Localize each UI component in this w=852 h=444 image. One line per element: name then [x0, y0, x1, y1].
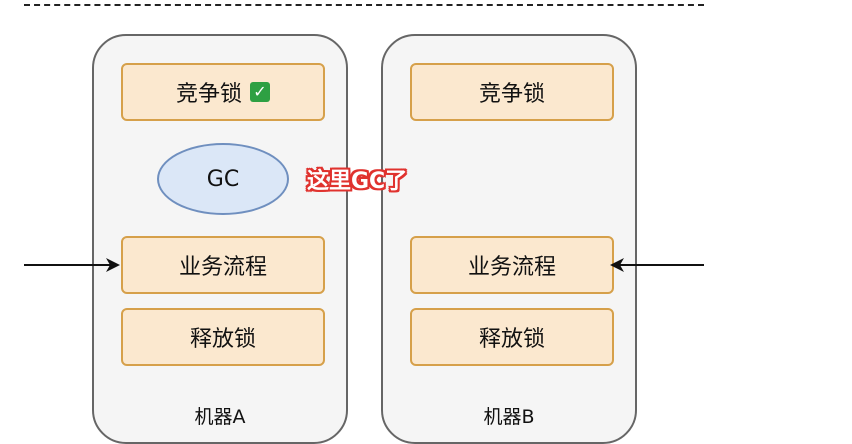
machine-a-container: 竞争锁 ✓ GC 业务流程 释放锁 机器A — [92, 34, 348, 444]
arrow-right-icon — [24, 258, 120, 272]
machine-b-container: 竞争锁 业务流程 释放锁 机器B — [381, 34, 637, 444]
check-mark-icon: ✓ — [250, 82, 270, 102]
machine-b-business-step: 业务流程 — [410, 236, 614, 294]
machine-a-compete-lock-step: 竞争锁 ✓ — [121, 63, 325, 121]
machine-a-business-label: 业务流程 — [178, 255, 267, 280]
arrow-left-icon — [610, 258, 704, 272]
machine-a-gc-label: GC — [206, 166, 240, 192]
machine-b-business-label: 业务流程 — [467, 255, 556, 280]
machine-b-compete-lock-label: 竞争锁 — [478, 82, 545, 107]
machine-a-release-lock-step: 释放锁 — [121, 308, 325, 366]
machine-a-gc-ellipse: GC — [157, 143, 289, 215]
diagram-canvas: 竞争锁 ✓ GC 业务流程 释放锁 机器A 竞争锁 业务流程 释放锁 机器B 这… — [24, 0, 852, 444]
machine-b-release-lock-label: 释放锁 — [478, 327, 545, 352]
machine-a-compete-lock-label: 竞争锁 — [175, 82, 242, 107]
machine-a-release-lock-label: 释放锁 — [189, 327, 256, 352]
machine-b-label: 机器B — [483, 406, 535, 428]
machine-a-business-step: 业务流程 — [121, 236, 325, 294]
machine-b-compete-lock-step: 竞争锁 — [410, 63, 614, 121]
blank-margin — [704, 0, 852, 434]
machine-a-label: 机器A — [194, 406, 246, 428]
machine-b-release-lock-step: 释放锁 — [410, 308, 614, 366]
gc-annotation: 这里GC了 — [307, 169, 408, 194]
dashed-separator — [24, 4, 704, 6]
